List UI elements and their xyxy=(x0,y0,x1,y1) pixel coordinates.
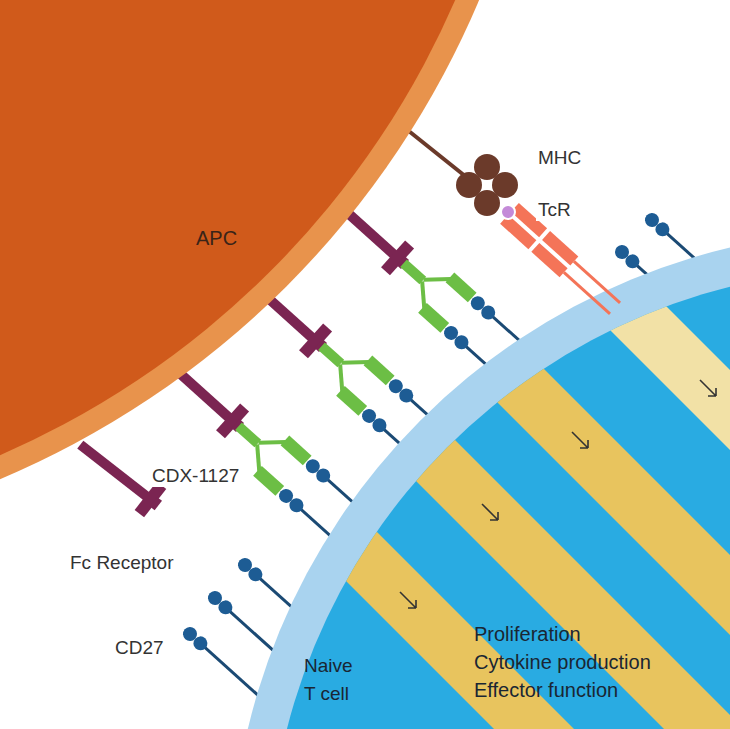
outcome-list: Proliferation Cytokine production Effect… xyxy=(474,620,664,704)
molecule-label: Fc Receptor xyxy=(68,551,175,574)
cell-label: APC xyxy=(196,226,237,250)
molecule-label: CD27 xyxy=(113,636,166,659)
signal-bands xyxy=(33,0,730,729)
molecule-label: MHC xyxy=(536,146,583,169)
signal-band xyxy=(290,0,730,729)
peptide xyxy=(501,205,515,219)
cell-label: Naive T cell xyxy=(304,652,366,708)
signal-band xyxy=(33,228,730,729)
signal-arrow xyxy=(400,380,716,608)
molecule-label: TcR xyxy=(536,198,573,221)
drug-label: CDX-1127 xyxy=(150,464,241,487)
